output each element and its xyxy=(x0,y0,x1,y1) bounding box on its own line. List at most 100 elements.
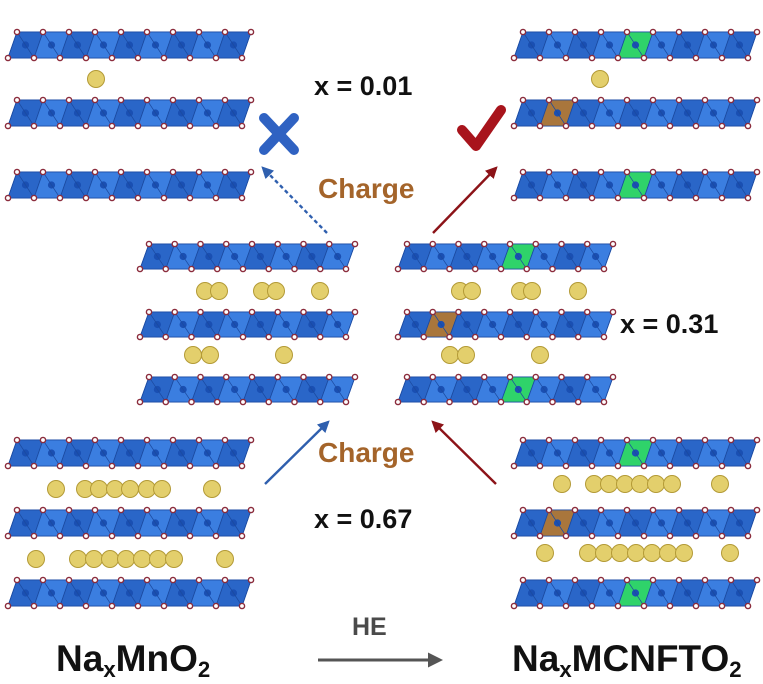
octahedron-edge xyxy=(574,171,593,199)
oxygen-atom xyxy=(510,194,518,202)
oxygen-atom xyxy=(403,373,411,381)
oxygen-atom xyxy=(91,576,99,584)
oxygen-atom xyxy=(316,333,324,341)
oxygen-atom xyxy=(247,576,255,584)
octahedron-edge xyxy=(704,439,723,467)
oxygen-atom xyxy=(394,265,402,273)
sodium-atom xyxy=(85,550,103,568)
oxygen-atom xyxy=(675,576,683,584)
sodium-atom xyxy=(27,550,45,568)
octahedron-edge xyxy=(600,509,619,537)
oxygen-atom xyxy=(186,122,194,130)
oxygen-atom xyxy=(532,308,540,316)
octahedron-edge xyxy=(42,31,61,59)
oxygen-atom xyxy=(30,122,38,130)
oxygen-atom xyxy=(117,436,125,444)
oxygen-atom xyxy=(325,373,333,381)
oxygen-atom xyxy=(519,168,527,176)
oxygen-atom xyxy=(39,436,47,444)
oxygen-atom xyxy=(506,240,514,248)
octahedron-edge xyxy=(586,243,605,270)
oxygen-atom xyxy=(545,576,553,584)
sodium-atom xyxy=(138,480,156,498)
oxygen-atom xyxy=(239,398,247,406)
oxygen-atom xyxy=(536,122,544,130)
octahedron-edge xyxy=(548,171,567,199)
oxygen-atom xyxy=(562,122,570,130)
oxygen-atom xyxy=(701,168,709,176)
successful-charge-arrow-he xyxy=(432,166,498,234)
oxygen-atom xyxy=(212,194,220,202)
oxygen-atom xyxy=(455,240,462,248)
octahedron-edge xyxy=(198,579,217,607)
octahedral-layer xyxy=(4,28,255,62)
oxygen-atom xyxy=(197,308,204,316)
oxygen-atom xyxy=(545,168,553,176)
oxygen-atom xyxy=(403,308,411,316)
oxygen-atom xyxy=(701,506,709,514)
oxygen-atom xyxy=(403,240,411,248)
octahedral-layer xyxy=(4,436,255,470)
check-icon xyxy=(457,105,506,151)
charge-arrow-mno2 xyxy=(264,420,330,485)
octahedron-edge xyxy=(509,243,528,270)
oxygen-atom xyxy=(30,54,38,62)
sodium-ions xyxy=(27,70,739,568)
oxygen-atom xyxy=(221,576,229,584)
oxygen-atom xyxy=(571,506,579,514)
octahedron-edge xyxy=(146,171,165,199)
oxygen-atom xyxy=(186,532,194,540)
octahedron-edge xyxy=(522,99,541,127)
octahedron-edge xyxy=(522,31,541,59)
oxygen-atom xyxy=(342,333,350,341)
octahedron-edge xyxy=(704,509,723,537)
oxygen-atom xyxy=(549,398,556,406)
octahedron-edge xyxy=(652,509,671,537)
oxygen-atom xyxy=(718,54,726,62)
oxygen-atom xyxy=(623,28,631,36)
sodium-atom xyxy=(69,550,87,568)
octahedron-edge xyxy=(146,31,165,59)
oxygen-atom xyxy=(519,28,527,36)
oxygen-atom xyxy=(300,373,307,381)
sodium-atom xyxy=(643,544,661,562)
oxygen-atom xyxy=(325,308,333,316)
octahedron-edge xyxy=(303,311,321,338)
sodium-atom xyxy=(184,346,202,364)
oxygen-atom xyxy=(429,308,437,316)
octahedron-edge xyxy=(548,579,567,607)
oxygen-atom xyxy=(117,506,125,514)
oxygen-atom xyxy=(213,398,221,406)
octahedron-edge xyxy=(704,31,723,59)
octahedron-edge xyxy=(586,376,605,403)
oxygen-atom xyxy=(523,398,531,406)
octahedron-edge xyxy=(277,376,295,403)
oxygen-atom xyxy=(718,122,726,130)
oxygen-atom xyxy=(197,373,204,381)
octahedron-edge xyxy=(303,243,321,270)
oxygen-atom xyxy=(675,28,683,36)
oxygen-atom xyxy=(30,602,38,610)
octahedron-edge xyxy=(94,509,113,537)
octahedron-edge xyxy=(678,509,697,537)
oxygen-atom xyxy=(727,506,735,514)
octahedron-edge xyxy=(626,99,645,127)
oxygen-atom xyxy=(536,462,544,470)
oxygen-atom xyxy=(718,602,726,610)
octahedron-edge xyxy=(704,579,723,607)
sodium-atom xyxy=(441,346,459,364)
oxygen-atom xyxy=(536,532,544,540)
oxygen-atom xyxy=(82,602,90,610)
oxygen-atom xyxy=(545,96,553,104)
oxygen-atom xyxy=(91,28,99,36)
oxygen-atom xyxy=(753,436,761,444)
sodium-atom xyxy=(531,346,549,364)
formula-naxmcnfto2: NaxMCNFTO2 xyxy=(512,638,742,683)
sodium-atom xyxy=(165,550,183,568)
oxygen-atom xyxy=(186,194,194,202)
oxygen-atom xyxy=(562,602,570,610)
oxygen-atom xyxy=(188,265,195,273)
oxygen-atom xyxy=(692,462,700,470)
oxygen-atom xyxy=(588,122,596,130)
